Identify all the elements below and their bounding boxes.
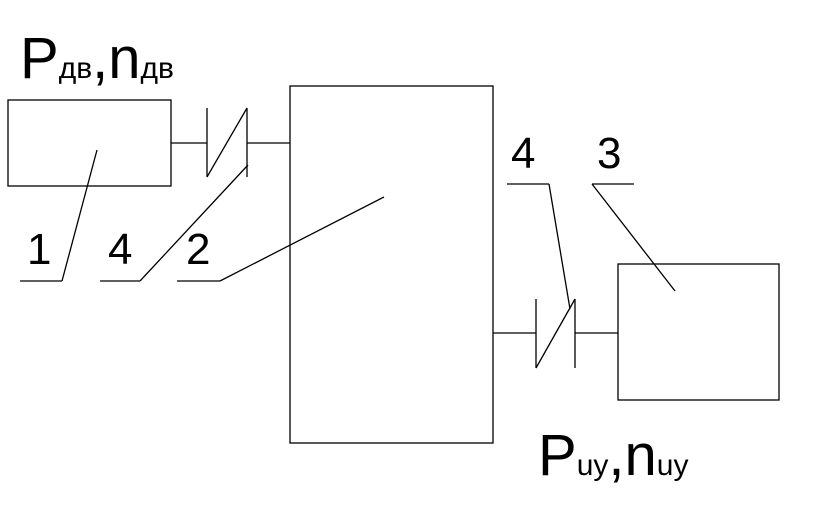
formula-output-n-sub: uy xyxy=(657,449,689,482)
formula-output-p-sub: uy xyxy=(577,449,609,482)
label-coupling-right: 4 xyxy=(511,129,535,178)
leader-lines xyxy=(20,149,676,310)
formula-output-sep: , xyxy=(608,423,624,488)
coupling-left xyxy=(171,107,290,178)
coupling-right xyxy=(493,298,618,369)
machine-block xyxy=(617,263,780,401)
formula-output-p: P xyxy=(538,423,577,488)
formula-input-n: n xyxy=(108,26,140,91)
formula-input-p-sub: дв xyxy=(59,52,92,85)
label-coupling-left: 4 xyxy=(108,225,132,274)
label-gearbox: 2 xyxy=(186,225,210,274)
gearbox-block xyxy=(289,85,494,444)
formula-input-p: P xyxy=(20,26,59,91)
motor-block xyxy=(7,99,172,187)
formula-input: Pдв,nдв xyxy=(20,26,174,91)
label-motor: 1 xyxy=(27,225,51,274)
formula-output-n: n xyxy=(625,423,657,488)
formula-output: Puy,nuy xyxy=(538,423,688,488)
formula-input-n-sub: дв xyxy=(141,52,174,85)
formula-input-sep: , xyxy=(92,26,108,91)
label-machine: 3 xyxy=(597,129,621,178)
